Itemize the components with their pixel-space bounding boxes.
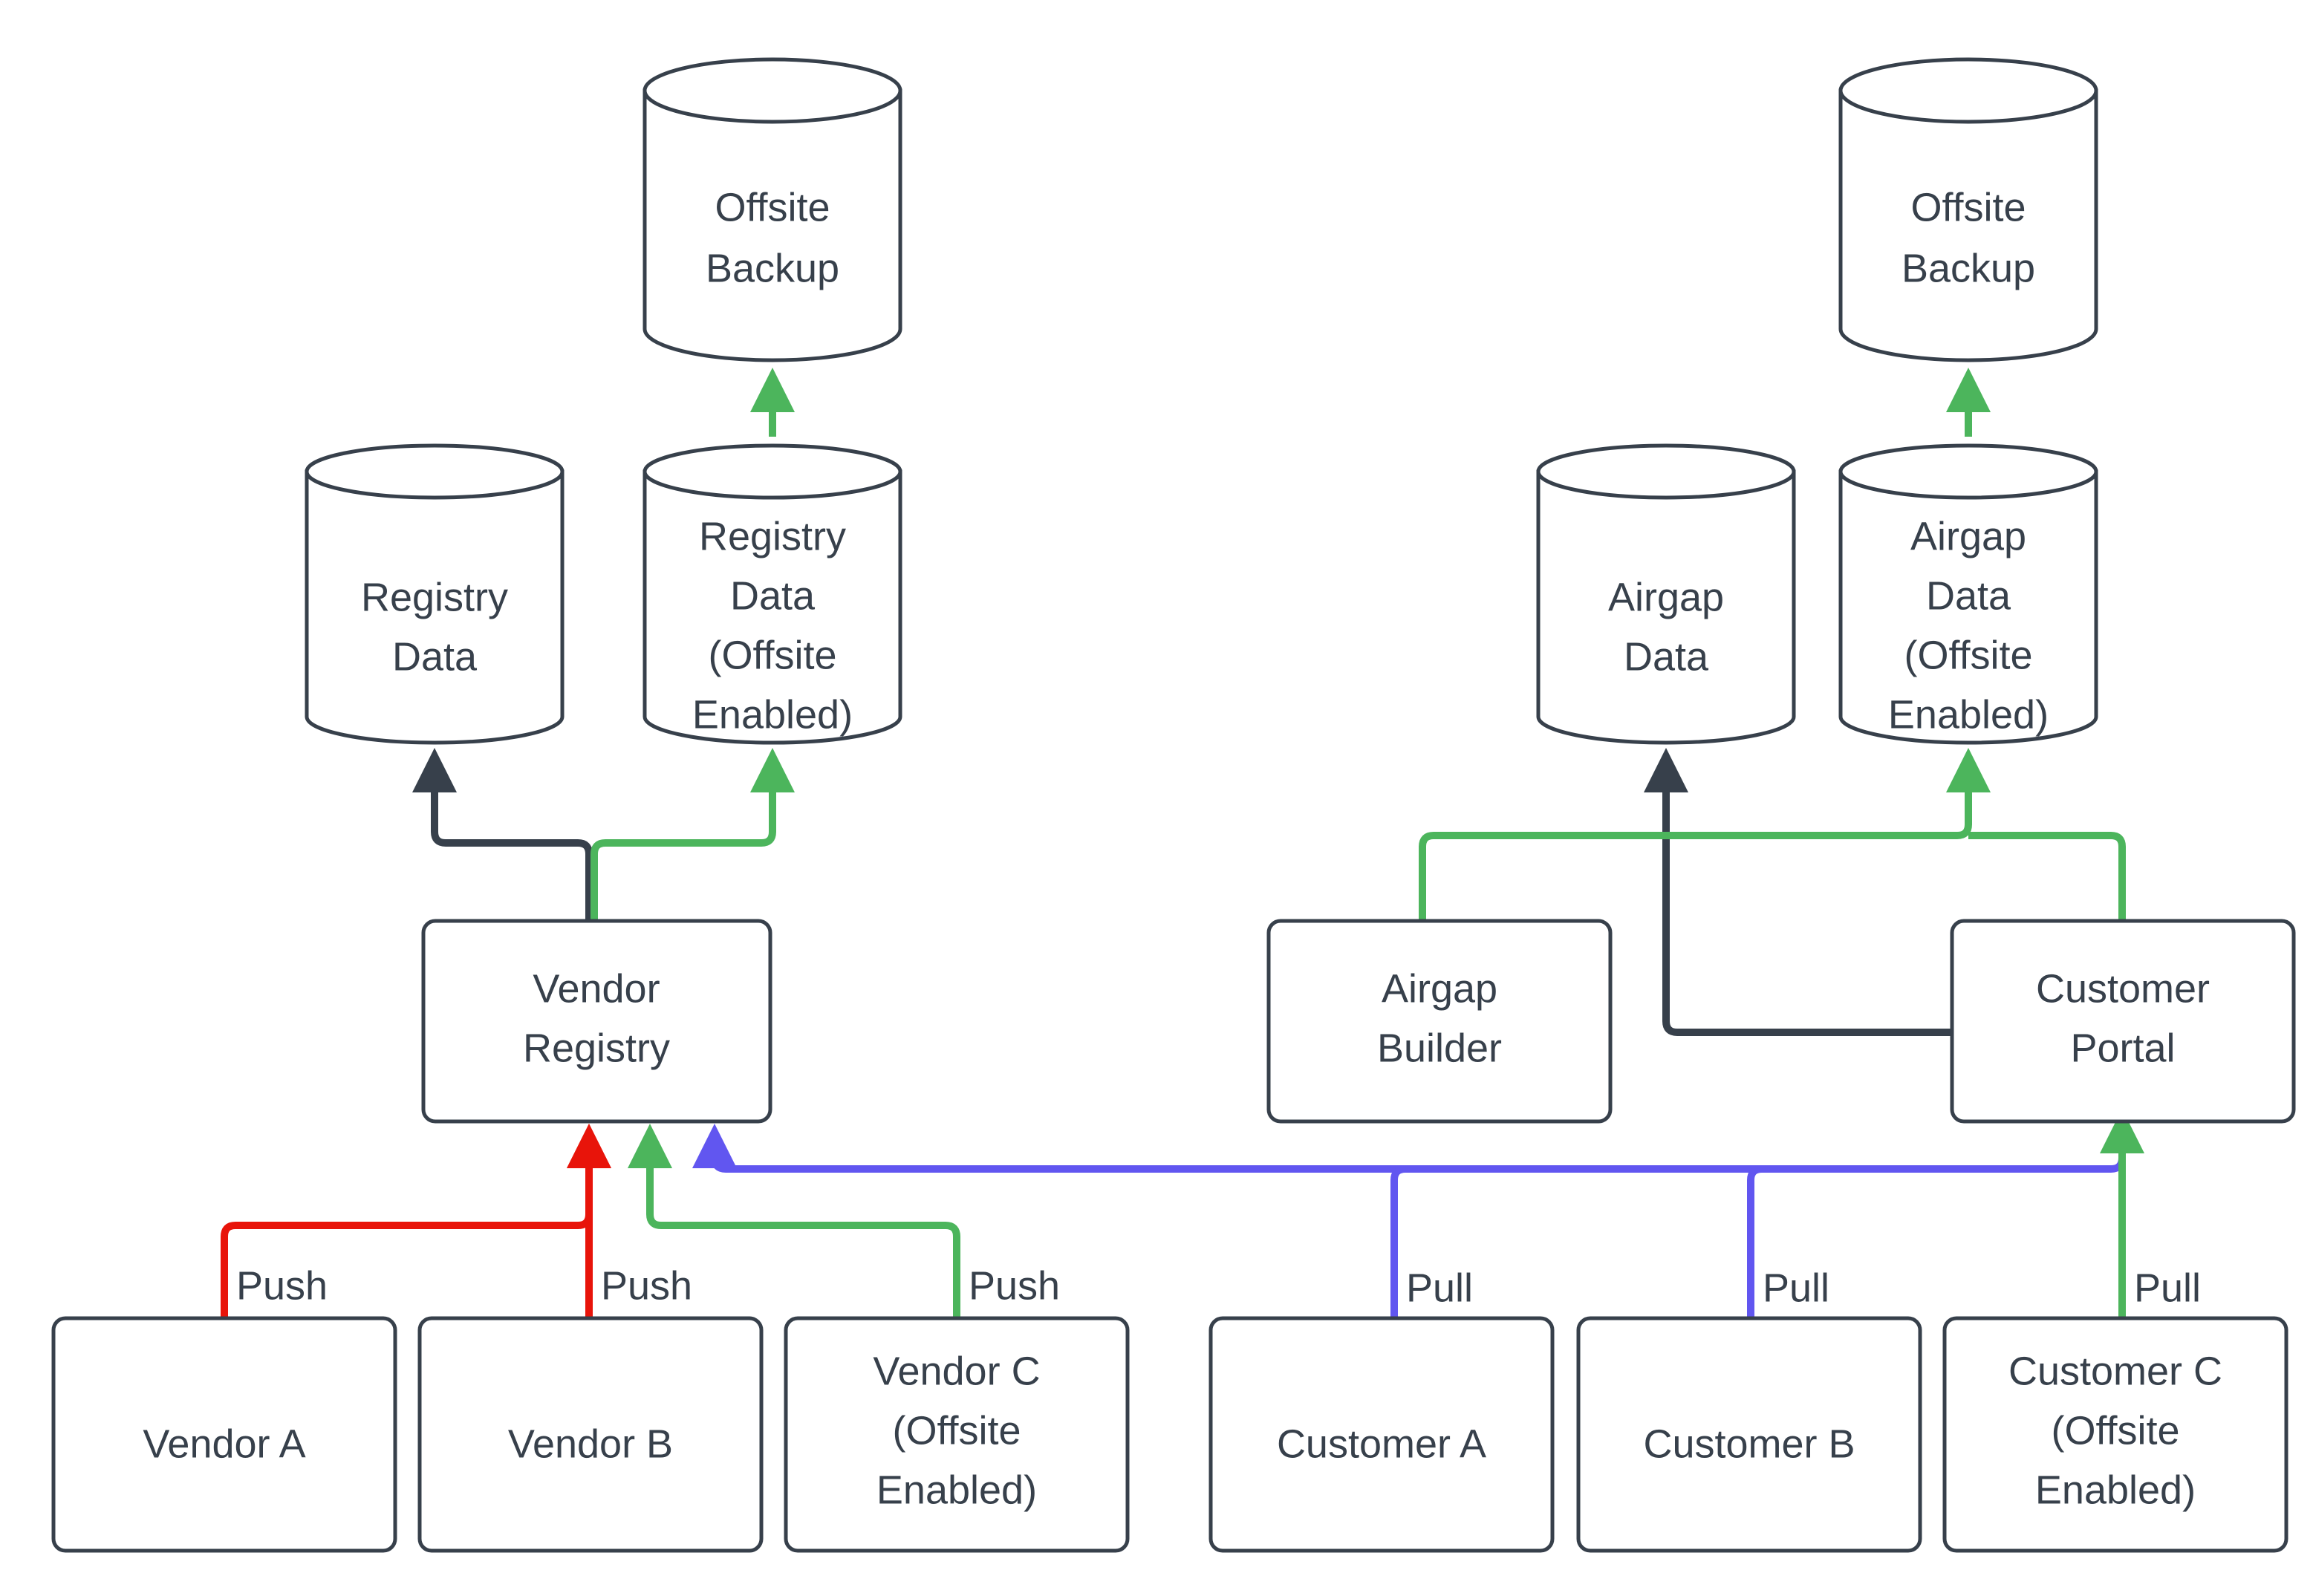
edge-registry-to-registry-data (412, 748, 593, 921)
node-label-airgap-offsite-line2: Data (1926, 573, 2011, 618)
node-label-offsite-backup-left-line2: Backup (706, 246, 839, 290)
node-label-registry-offsite-line1: Registry (699, 514, 846, 558)
edge-customer-b-to-portal (1747, 1165, 2111, 1318)
node-offsite-backup-left[interactable]: Offsite Backup (642, 57, 902, 362)
node-label-offsite-backup-right-line2: Backup (1902, 246, 2035, 290)
node-offsite-backup-right[interactable]: Offsite Backup (1838, 57, 2098, 362)
edge-vendor-c-to-registry (628, 1124, 960, 1318)
node-label-registry-data-line1: Registry (361, 575, 508, 619)
node-label-airgap-builder-line1: Airgap (1382, 966, 1497, 1011)
edge-label-pull-customer-b: Pull (1763, 1266, 1829, 1310)
node-label-airgap-offsite-line3: (Offsite (1904, 633, 2032, 677)
node-vendor-c[interactable]: Vendor C (Offsite Enabled) (784, 1316, 1130, 1553)
node-customer-c[interactable]: Customer C (Offsite Enabled) (1942, 1316, 2288, 1553)
node-label-registry-offsite-line3: (Offsite (708, 633, 836, 677)
node-label-customer-b: Customer B (1643, 1421, 1855, 1466)
node-label-airgap-builder-line2: Builder (1377, 1026, 1502, 1070)
node-customer-b[interactable]: Customer B (1576, 1316, 1922, 1553)
node-label-vendor-b: Vendor B (508, 1421, 673, 1466)
edge-label-pull-customer-a: Pull (1406, 1266, 1473, 1310)
node-label-vendor-a: Vendor A (143, 1421, 305, 1466)
edge-label-push-vendor-a: Push (236, 1263, 328, 1308)
node-label-customer-a: Customer A (1277, 1421, 1486, 1466)
node-label-customer-c-line2: (Offsite (2051, 1408, 2179, 1453)
node-airgap-builder[interactable]: Airgap Builder (1266, 919, 1613, 1124)
edge-label-push-vendor-b: Push (601, 1263, 692, 1308)
node-customer-portal[interactable]: Customer Portal (1950, 919, 2296, 1124)
node-customer-a[interactable]: Customer A (1208, 1316, 1555, 1553)
edge-portal-to-airgap-data (1644, 748, 1952, 1036)
node-label-vendor-c-line2: (Offsite (892, 1408, 1021, 1453)
edge-portal-to-airgap-offsite (1968, 832, 2126, 921)
node-label-vendor-registry-line2: Registry (523, 1026, 670, 1070)
node-label-vendor-c-line3: Enabled) (876, 1468, 1037, 1512)
edge-builder-to-airgap-offsite (1419, 748, 1991, 921)
node-label-vendor-c-line1: Vendor C (873, 1349, 1040, 1393)
edge-label-pull-customer-c: Pull (2134, 1266, 2201, 1310)
node-label-registry-data-line2: Data (392, 634, 478, 679)
node-label-airgap-offsite-line4: Enabled) (1888, 692, 2049, 737)
node-registry-data-offsite[interactable]: Registry Data (Offsite Enabled) (642, 443, 902, 745)
node-label-customer-c-line1: Customer C (2008, 1349, 2222, 1393)
edge-customer-a-to-portal (1390, 1165, 2111, 1318)
node-label-airgap-data-line1: Airgap (1608, 575, 1724, 619)
node-vendor-a[interactable]: Vendor A (51, 1316, 397, 1553)
node-vendor-b[interactable]: Vendor B (417, 1316, 764, 1553)
node-label-vendor-registry-line1: Vendor (533, 966, 660, 1011)
node-label-airgap-offsite-line1: Airgap (1910, 514, 2026, 558)
node-label-customer-c-line3: Enabled) (2035, 1468, 2196, 1512)
node-label-offsite-backup-right-line1: Offsite (1910, 185, 2026, 229)
node-airgap-data-offsite[interactable]: Airgap Data (Offsite Enabled) (1838, 443, 2098, 745)
node-label-customer-portal-line1: Customer (2036, 966, 2210, 1011)
edge-registry-to-registry-offsite (591, 748, 795, 921)
node-airgap-data[interactable]: Airgap Data (1536, 443, 1796, 745)
node-vendor-registry[interactable]: Vendor Registry (421, 919, 772, 1124)
node-label-registry-offsite-line2: Data (730, 573, 816, 618)
node-label-offsite-backup-left-line1: Offsite (715, 185, 830, 229)
edge-label-push-vendor-c: Push (969, 1263, 1060, 1308)
node-label-customer-portal-line2: Portal (2070, 1026, 2175, 1070)
node-registry-data[interactable]: Registry Data (305, 443, 565, 745)
node-label-registry-offsite-line4: Enabled) (692, 692, 853, 737)
node-label-airgap-data-line2: Data (1624, 634, 1709, 679)
